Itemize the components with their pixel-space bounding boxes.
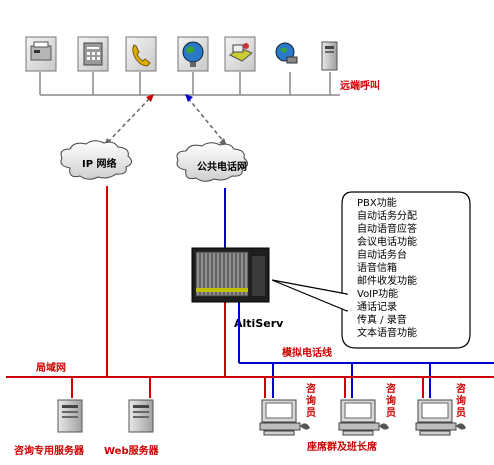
workstation-icon <box>415 399 466 436</box>
consult-server-label: 咨询专用服务器 <box>14 444 85 457</box>
server-tower-icon <box>321 41 338 71</box>
feature-callout <box>271 191 471 349</box>
feature-item: 会议电话功能 <box>357 235 417 248</box>
network-icon <box>224 36 256 72</box>
pstn-cloud: 公共电话网 <box>176 142 248 182</box>
feature-item: 自动话务分配 <box>357 209 417 222</box>
feature-item: 通话记录 <box>357 301 397 313</box>
feature-item: 文本语音功能 <box>357 326 417 339</box>
handset-icon <box>125 36 157 72</box>
seat-group-label: 座席群及班长席 <box>306 440 377 453</box>
feature-item: 自动语音应答 <box>357 222 417 235</box>
altiserv-rack <box>191 247 270 303</box>
pstn-label: 公共电话网 <box>197 160 247 173</box>
altiserv-label: AltiServ <box>234 317 284 330</box>
remote-bracket <box>39 72 340 96</box>
feature-item: PBX功能 <box>357 196 397 209</box>
analog-line-label: 模拟电话线 <box>282 346 332 359</box>
feature-item: 语音信箱 <box>357 261 397 274</box>
remote-call-label: 远端呼叫 <box>340 79 380 92</box>
feature-item: 邮件收发功能 <box>357 274 417 287</box>
workstation-icon <box>259 399 310 436</box>
feature-list: PBX功能 自动话务分配 自动语音应答 会议电话功能 自动话务台 语音信箱 邮件… <box>357 196 417 339</box>
desk-phone-icon <box>77 36 109 72</box>
globe-icon <box>177 36 209 72</box>
web-server-icon <box>128 399 154 433</box>
feature-item: 自动话务台 <box>357 248 407 261</box>
fax-machine-icon <box>25 36 57 72</box>
analog-phone-line <box>238 302 494 398</box>
web-server-label: Web服务器 <box>104 444 160 457</box>
agent-label-2: 咨询员 <box>386 382 396 419</box>
lan-label: 局域网 <box>35 361 66 374</box>
agent-label-3: 咨询员 <box>456 382 466 419</box>
mobile-icon <box>275 42 298 64</box>
feature-item: 传真 / 录音 <box>357 313 407 326</box>
ip-network-label: IP 网络 <box>82 157 117 170</box>
workstation-icon <box>338 399 389 436</box>
agent-label-1: 咨询员 <box>306 382 316 419</box>
pstn-to-remote-arrow <box>185 94 227 146</box>
agent-label-char: 咨询员 <box>306 382 316 419</box>
feature-item: VoIP功能 <box>357 287 398 300</box>
lan-bus <box>6 376 494 398</box>
ip-to-remote-arrow <box>104 94 154 146</box>
ip-network-cloud: IP 网络 <box>60 140 132 180</box>
consult-server-icon <box>57 399 83 433</box>
